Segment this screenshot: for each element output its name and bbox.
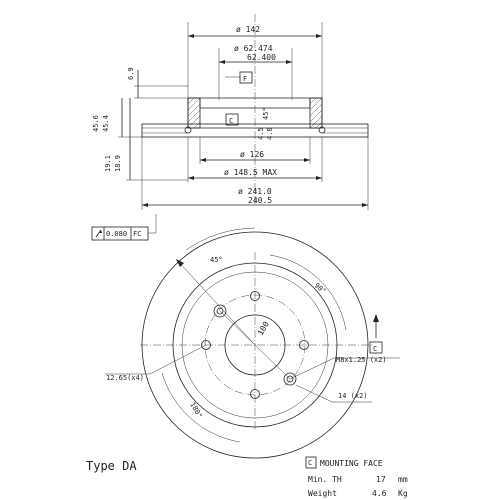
dim-pcd-100: 100 [256, 320, 271, 337]
angle-45: 45° [210, 256, 223, 264]
dim-45-6: 45.6 [92, 115, 100, 132]
type-label: Type DA [86, 459, 137, 473]
label-thread: M8x1.25 (x2) [336, 356, 387, 364]
threaded-hole [283, 372, 297, 386]
weight-unit: Kg [398, 489, 408, 498]
mounting-face-label: MOUNTING FACE [320, 459, 383, 468]
dim-dia-241-0: ø 241.0 [238, 187, 272, 196]
runout-tolerance-frame: 0.080 FC [91, 214, 157, 241]
min-th-label: Min. TH [308, 475, 342, 484]
datum-arrow-icon [373, 314, 379, 322]
section-view: ø 142 ø 62.474 62.400 F [91, 14, 369, 241]
outer-disc-circle [141, 231, 369, 459]
bolt-hole [250, 291, 260, 301]
title-block: Type DA C MOUNTING FACE Min. TH 17 mm We… [86, 456, 408, 498]
mounting-face-symbol-box [305, 456, 317, 469]
bolt-hole [250, 389, 260, 399]
weight-label: Weight [308, 489, 337, 498]
min-th-unit: mm [398, 475, 408, 484]
dim-dia-62-upper: ø 62.474 [234, 44, 273, 53]
dim-45-deg: 45° [262, 107, 270, 120]
mounting-face-symbol: C [308, 459, 312, 467]
min-th-value: 17 [376, 475, 386, 484]
rotor-ring [141, 123, 369, 138]
section-hatch-left [187, 97, 201, 129]
runout-arrow-icon [95, 229, 102, 238]
bolt-hole [201, 340, 211, 350]
dim-dia-148-5: ø 148.5 MAX [224, 168, 277, 177]
flag-c: C [229, 117, 233, 125]
dim-dia-126: ø 126 [240, 150, 264, 159]
label-bolt-holes: 12.65(x4) [106, 374, 144, 382]
datum-c: C [373, 345, 377, 353]
runout-value: 0.080 [106, 230, 127, 238]
angle-90: 90° [313, 281, 328, 295]
dim-6-9: 6.9 [127, 67, 135, 80]
dim-dia-142: ø 142 [236, 25, 260, 34]
dim-45-4: 45.4 [102, 115, 110, 132]
dim-4-5: 4.5 [257, 127, 265, 140]
flag-f-box [239, 71, 253, 84]
center-bore-circle [224, 314, 286, 376]
dim-18-9: 18.9 [114, 155, 122, 172]
weight-value: 4.6 [372, 489, 387, 498]
runout-datum: FC [133, 230, 141, 238]
dim-dia-240-5: 240.5 [248, 196, 272, 205]
dim-4-0: 4.0 [266, 127, 274, 140]
front-view: 100 45° 90° 180° C 12.65(x4) M8x1.25 (x2… [105, 227, 400, 459]
threaded-hole [213, 304, 227, 318]
label-hole-14: 14 (x2) [338, 392, 368, 400]
friction-ring-inner-circle [172, 262, 338, 428]
bolt-hole [299, 340, 309, 350]
flag-f: F [243, 75, 247, 83]
angle-180: 180° [188, 401, 203, 420]
section-hatch-right [309, 97, 323, 129]
dim-19-1: 19.1 [104, 155, 112, 172]
dim-dia-62-lower: 62.400 [247, 53, 276, 62]
flag-c-box [225, 113, 239, 126]
